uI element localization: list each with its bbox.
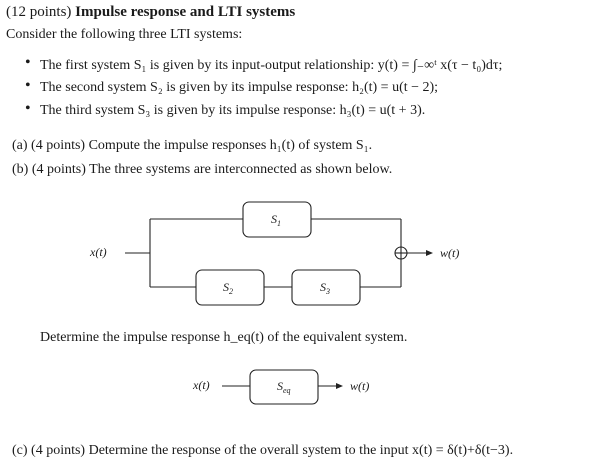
points-label: (12 points) [6,4,72,20]
seq-block-label: Seq [277,379,291,395]
bullet-dot: • [25,54,31,71]
bullet-system-1: The first system S₁ is given by its inpu… [40,58,503,73]
bullet-dot: • [25,77,31,94]
s1-block-label: S1 [271,212,281,228]
interconnection-diagram: x(t) S1 S2 S3 w(t) [89,201,459,306]
diagram1-input-label: x(t) [89,245,107,259]
part-a: (a) (4 points) Compute the impulse respo… [12,138,373,153]
part-b-question: Determine the impulse response h_eq(t) o… [40,330,408,345]
s3-block-label: S3 [320,280,330,296]
problem-title: Impulse response and LTI systems [75,4,296,20]
s2-block-label: S2 [223,280,233,296]
part-b: (b) (4 points) The three systems are int… [12,162,393,177]
bullet-system-3: The third system S₃ is given by its impu… [40,103,426,118]
output-arrow-icon [426,250,433,256]
equivalent-system-diagram: x(t) Seq w(t) [192,369,369,405]
diagram2-input-label: x(t) [192,378,210,392]
intro-text: Consider the following three LTI systems… [6,27,243,42]
eq-output-arrow-icon [336,383,343,389]
diagram2-output-label: w(t) [350,379,369,393]
problem-header: (12 points) Impulse response and LTI sys… [6,4,295,21]
bullet-dot: • [25,100,31,117]
seq-block [249,369,319,405]
part-c: (c) (4 points) Determine the response of… [12,443,514,458]
bullet-system-2: The second system S₂ is given by its imp… [40,80,439,95]
diagram1-output-label: w(t) [440,246,459,260]
